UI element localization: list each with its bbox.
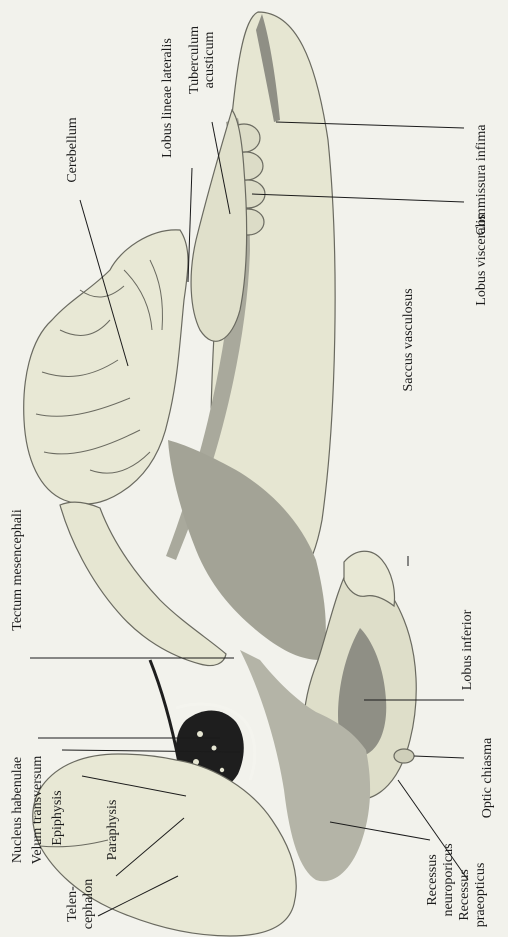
label-tuberculum-acusticum-1: Tuberculum [187,26,202,94]
optic-chiasma-shape [394,749,414,763]
label-tectum-mesencephali: Tectum mesencephali [10,509,25,631]
lobus-lineae-lateralis-shape [191,110,247,341]
label-paraphysis: Paraphysis [105,800,120,861]
label-saccus-vasculosus: Saccus vasculosus [401,288,416,391]
label-telencephalon-1: Telen- [65,886,80,922]
label-lobus-inferior: Lobus inferior [460,609,475,690]
leader-optic-chiasma [414,756,464,758]
label-recessus-praeopticus-1: Recessus [457,869,472,920]
label-lobus-lineae-lateralis: Lobus lineae lateralis [160,38,175,158]
label-recessus-neuroporicus-1: Recessus [425,854,440,905]
label-recessus-neuroporicus-2: neuroporicus [441,843,456,916]
label-optic-chiasma: Optic chiasma [480,737,495,818]
label-telencephalon-2: cephalon [81,879,96,930]
label-velum-transversum: Velum transversum [30,756,45,865]
label-lobus-visceralis: Lobus visceralis [474,214,489,305]
brain-section-drawing [24,12,417,936]
label-cerebellum: Cerebellum [65,117,80,182]
label-tuberculum-acusticum-2: acusticum [202,32,217,89]
label-nucleus-habenulae: Nucleus habenulae [10,757,25,863]
label-epiphysis: Epiphysis [50,790,65,845]
label-recessus-praeopticus-2: praeopticus [473,863,488,928]
